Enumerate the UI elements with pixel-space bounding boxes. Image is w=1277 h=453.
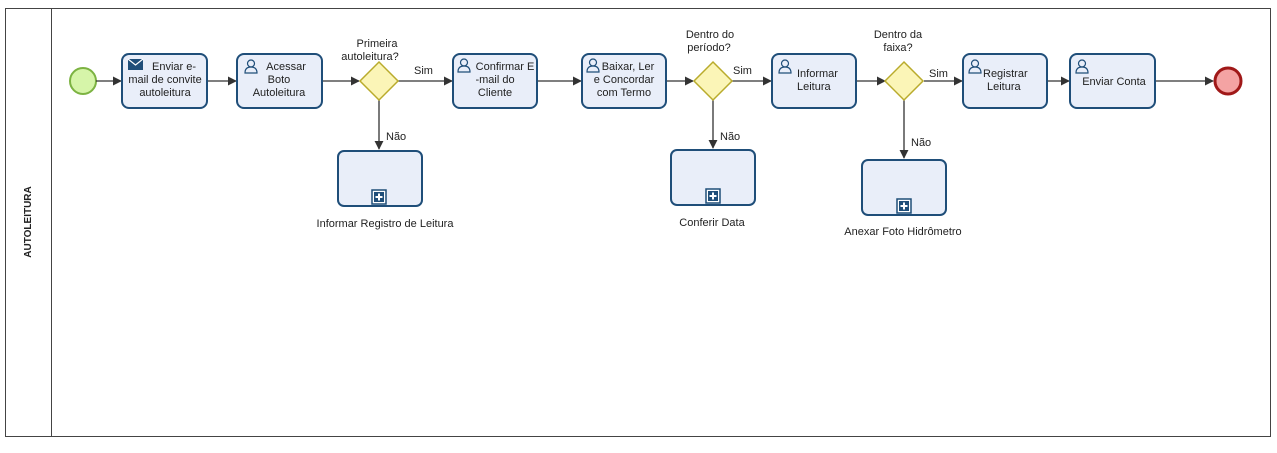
- task-enviar-conta[interactable]: Enviar Conta: [1069, 53, 1156, 109]
- pool-label: AUTOLEITURA: [23, 186, 34, 257]
- gateway-yes-label: Sim: [733, 65, 752, 77]
- plus-icon: [705, 188, 721, 204]
- sequence-flows: [96, 76, 1214, 159]
- gateway-yes-label: Sim: [414, 65, 433, 77]
- gateway-no-label: Não: [386, 131, 406, 143]
- gateway-yes-label: Sim: [929, 68, 948, 80]
- user-icon: [1075, 59, 1089, 74]
- gateway-no-label: Não: [911, 137, 931, 149]
- start-event[interactable]: [69, 67, 97, 95]
- subprocess-label: Informar Registro de Leitura: [317, 218, 455, 230]
- end-event[interactable]: [1213, 66, 1243, 96]
- plus-icon: [371, 189, 387, 205]
- user-icon: [244, 59, 258, 74]
- subprocess-label: Anexar Foto Hidrômetro: [844, 226, 961, 238]
- gateway-no-label: Não: [720, 131, 740, 143]
- user-icon: [586, 58, 600, 73]
- envelope-icon: [127, 58, 144, 70]
- user-icon: [968, 59, 982, 74]
- user-icon: [778, 59, 792, 74]
- subprocess-informar-registro[interactable]: Informar Registro de Leitura: [317, 150, 455, 230]
- subprocess-conferir-data[interactable]: Conferir Data: [670, 149, 756, 229]
- plus-icon: [896, 198, 912, 214]
- user-icon: [457, 58, 471, 73]
- task-label: Enviar Conta: [1082, 76, 1146, 88]
- subprocess-label: Conferir Data: [679, 217, 745, 229]
- subprocess-anexar-foto[interactable]: Anexar Foto Hidrômetro: [844, 159, 962, 238]
